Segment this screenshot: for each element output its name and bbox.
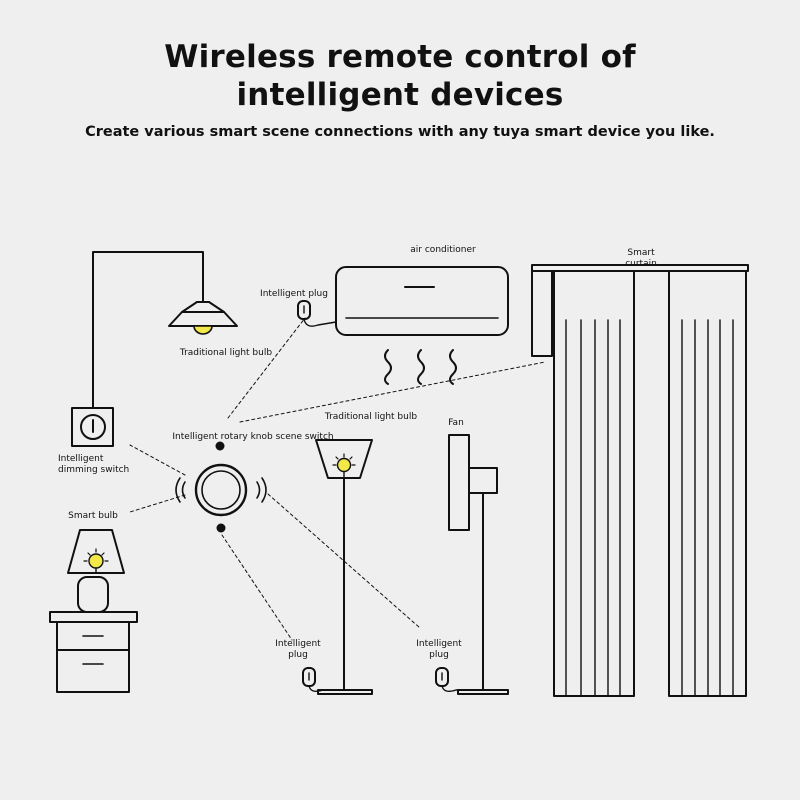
table-lamp [67, 529, 125, 613]
nightstand [49, 611, 138, 693]
air-conditioner-label: air conditioner [410, 245, 476, 255]
ceiling-lamp [92, 251, 238, 409]
plug-fan-label-1: Intelligent [416, 639, 462, 649]
air-conditioner [335, 266, 509, 385]
dimming-switch-label-1: Intelligent [58, 454, 104, 464]
smart-bulb-label: Smart bulb [68, 511, 118, 521]
knob-switch-label: Intelligent rotary knob scene switch [172, 432, 333, 442]
smart-curtain-label-2: curtain [625, 259, 657, 269]
knob-switch [175, 441, 267, 533]
smart-curtain [531, 264, 749, 697]
ceiling-bulb-label: Traditional light bulb [179, 348, 272, 358]
smart-curtain-label-1: Smart [627, 248, 655, 258]
page-subtitle: Create various smart scene connections w… [85, 124, 715, 140]
page-title: Wireless remote control of intelligent d… [0, 38, 800, 114]
fan-label: Fan [448, 418, 464, 428]
fan [448, 434, 509, 695]
connection-lines [129, 317, 546, 641]
intelligent-plug-floor-lamp [302, 667, 324, 693]
dimming-switch-label-2: dimming switch [58, 465, 129, 475]
floor-lamp [315, 439, 373, 695]
intelligent-plug-ac [297, 300, 337, 327]
title-line-1: Wireless remote control of [164, 39, 636, 75]
plug-floor-lamp-label-2: plug [288, 650, 308, 660]
intelligent-plug-fan [435, 667, 461, 693]
floor-bulb-label: Traditional light bulb [324, 412, 417, 422]
plug-floor-lamp-label-1: Intelligent [275, 639, 321, 649]
title-line-2: intelligent devices [236, 77, 564, 113]
dimming-switch [71, 407, 114, 447]
intelligent-plug-ac-label: Intelligent plug [260, 289, 328, 299]
plug-fan-label-2: plug [429, 650, 449, 660]
